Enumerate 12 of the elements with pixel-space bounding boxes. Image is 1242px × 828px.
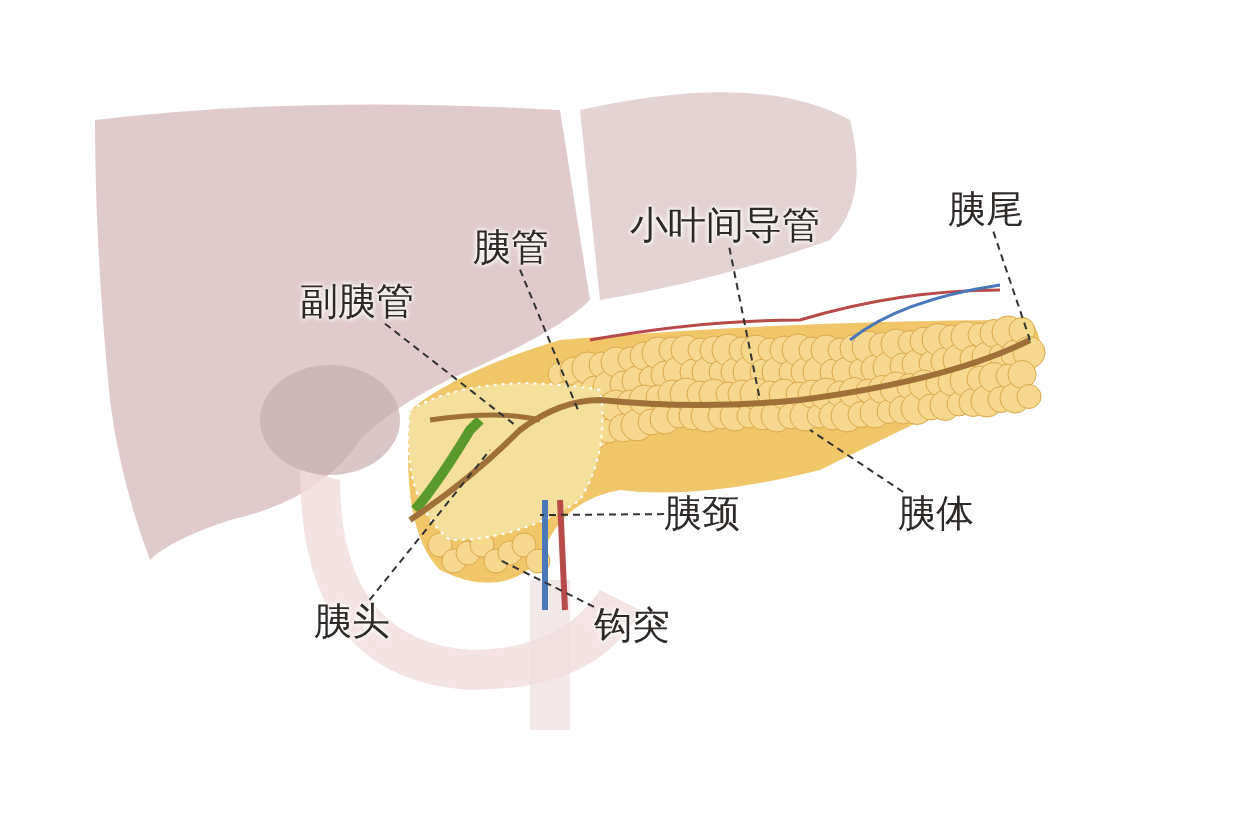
part-label: 胰头	[314, 600, 390, 644]
part-label: 副胰管	[300, 280, 414, 324]
leader-line	[519, 268, 579, 411]
leader-line	[499, 559, 595, 608]
part-label: 钩突	[594, 604, 670, 648]
part-label: 胰尾	[948, 188, 1024, 232]
part-label: 小叶间导管	[630, 204, 820, 248]
leader-line	[992, 230, 1031, 341]
leader-line	[384, 322, 516, 426]
part-label: 胰颈	[664, 492, 740, 536]
part-label: 胰体	[898, 492, 974, 536]
part-label: 胰管	[473, 226, 549, 270]
